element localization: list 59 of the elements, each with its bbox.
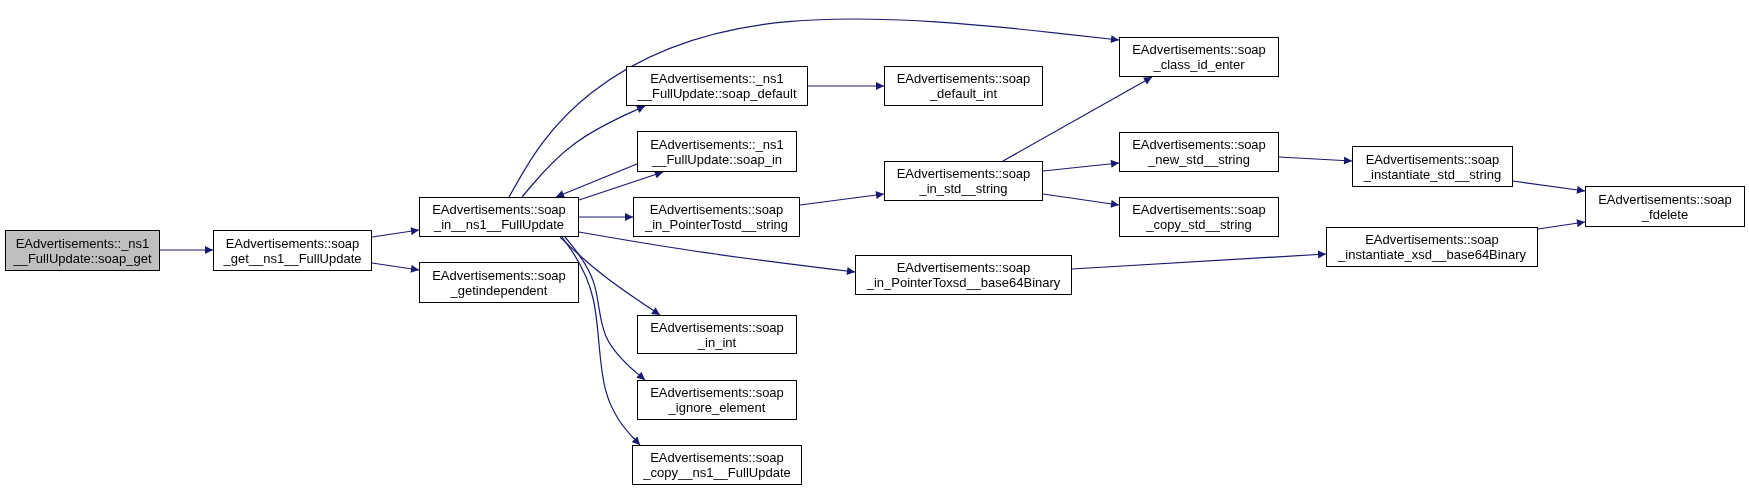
function-name: EAdvertisements::soap _copy__ns1__FullUpdate	[643, 450, 791, 480]
arrow	[578, 231, 856, 275]
function-box	[884, 66, 1043, 106]
arrow	[371, 262, 420, 273]
function-box	[637, 380, 797, 420]
function-box	[419, 262, 579, 303]
function-box	[637, 131, 797, 172]
function-name: EAdvertisements::soap _copy_std__string	[1132, 202, 1266, 232]
function-box	[1326, 227, 1538, 267]
function-name: EAdvertisements::soap _in_PointerToxsd__base64Binary	[866, 260, 1061, 290]
function-box	[419, 197, 579, 237]
function-name: EAdvertisements::soap _instantiate_xsd__base64Binary	[1338, 232, 1526, 262]
arrow	[521, 105, 646, 198]
arrow	[561, 236, 641, 446]
function-name: EAdvertisements::soap _class_id_enter	[1132, 42, 1266, 72]
function-name: EAdvertisements::soap _get__ns1__FullUpdate	[223, 235, 362, 266]
function-name: EAdvertisements::soap _in_std__string	[896, 166, 1031, 196]
function-box	[637, 315, 797, 354]
function-name: EAdvertisements::soap _in__ns1__FullUpdate	[432, 202, 566, 232]
arrow	[564, 236, 646, 381]
function-name: EAdvertisements::_ns1 __FullUpdate::soap_default	[637, 71, 797, 101]
arrow	[1071, 250, 1327, 270]
function-box	[884, 161, 1043, 201]
function-box	[5, 230, 160, 271]
function-name: EAdvertisements::soap _default_int	[896, 71, 1031, 101]
arrow	[1512, 180, 1586, 194]
function-box	[626, 66, 808, 106]
function-box	[1119, 132, 1279, 172]
function-name: EAdvertisements::soap _ignore_element	[650, 385, 784, 415]
function-name: EAdvertisements::soap _in_PointerTostd__string	[644, 202, 789, 232]
arrow	[578, 170, 664, 201]
function-box	[1119, 37, 1279, 77]
function-box	[213, 230, 372, 271]
function-box	[632, 445, 802, 485]
arrow	[1042, 193, 1120, 208]
arrow	[1537, 219, 1586, 230]
function-box	[1585, 186, 1745, 227]
arrow	[555, 163, 638, 198]
function-name: EAdvertisements::soap _new_std__string	[1132, 137, 1266, 167]
function-name: EAdvertisements::soap _instantiate_std__string	[1363, 151, 1502, 182]
arrow	[807, 82, 885, 90]
function-name: EAdvertisements::soap _in_int	[650, 319, 784, 350]
arrow	[508, 18, 1120, 198]
function-box	[1352, 146, 1513, 187]
arrow	[559, 236, 661, 316]
function-box	[855, 255, 1072, 295]
function-box	[1119, 197, 1279, 237]
function-box	[633, 197, 800, 237]
arrow	[371, 227, 420, 238]
arrow	[159, 246, 214, 254]
function-name: EAdvertisements::soap _fdelete	[1598, 191, 1732, 222]
function-name: EAdvertisements::_ns1 __FullUpdate::soap_get	[13, 235, 152, 266]
arrow	[799, 191, 885, 206]
arrow	[1042, 159, 1120, 172]
function-name: EAdvertisements::_ns1 __FullUpdate::soap_in	[650, 136, 784, 167]
arrow	[1002, 76, 1153, 162]
function-name: EAdvertisements::soap _getindependent	[432, 267, 566, 298]
arrow	[1278, 156, 1353, 165]
arrow	[578, 213, 634, 221]
